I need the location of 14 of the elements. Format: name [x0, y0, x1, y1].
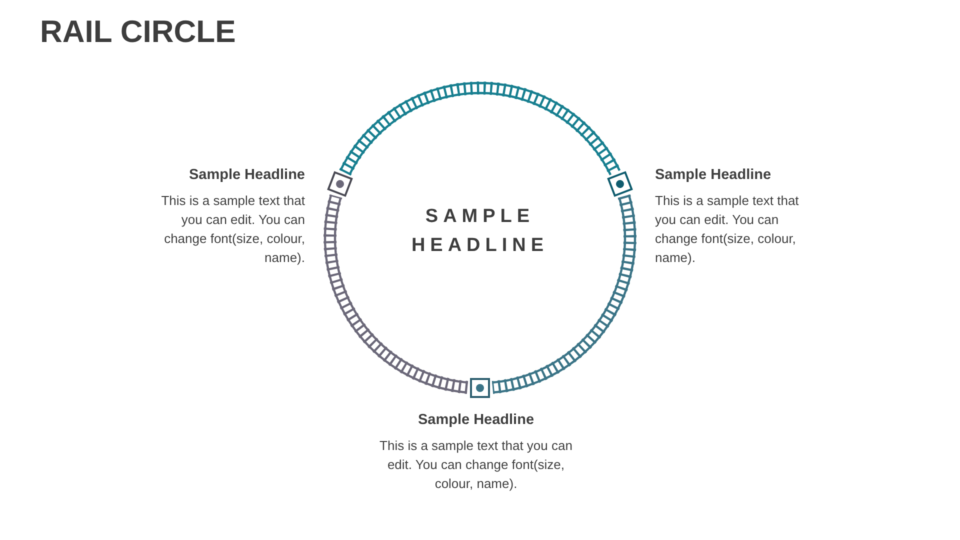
rail-track: [339, 82, 621, 176]
station-marker: [607, 171, 633, 198]
rail-track: [324, 194, 470, 394]
station-marker: [327, 171, 353, 198]
description-text: This is a sample text that you can edit. You can change font(size, colour, name).: [655, 192, 800, 267]
description-text: This is a sample text that you can edit. You can change font(size, colour, name).: [378, 437, 574, 493]
headline: Sample Headline: [416, 412, 536, 428]
rail-track: [490, 194, 636, 394]
headline: Sample Headline: [188, 167, 305, 183]
center-headline: SAMPLE HEADLINE: [410, 205, 550, 258]
description-text: This is a sample text that you can edit. You can change font(size, colour, name).: [160, 192, 305, 267]
station-marker: [470, 378, 490, 398]
headline: Sample Headline: [655, 167, 772, 183]
title: RAIL CIRCLE: [40, 14, 236, 50]
